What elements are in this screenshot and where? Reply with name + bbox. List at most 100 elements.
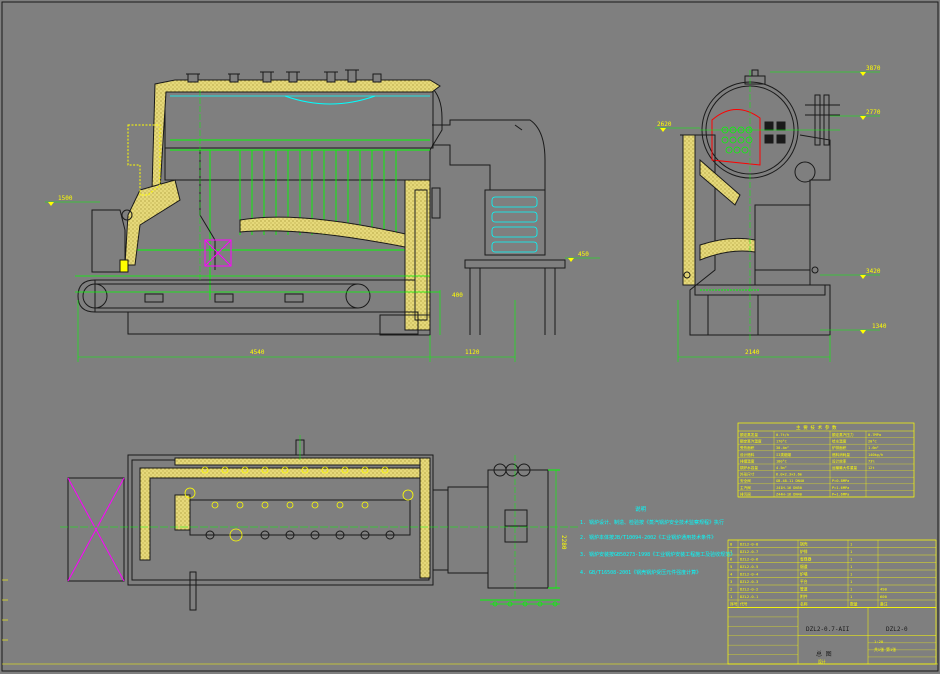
parts-cell: DZL2-0-5	[740, 564, 758, 569]
spec-cell: 12t	[868, 466, 875, 470]
parts-cell: 1	[850, 572, 853, 577]
spec-cell: 额定蒸汽压力	[832, 432, 854, 437]
dim-side-level-top: 3870	[866, 65, 881, 72]
title-scale: 1:20	[874, 639, 884, 644]
parts-cell: 锅壳	[800, 542, 808, 547]
spec-cell: 主汽阀	[740, 485, 751, 490]
parts-header-cell: 备注	[880, 602, 888, 607]
parts-header-cell: 名称	[800, 602, 808, 607]
title-model: DZL2-0.7-AII	[806, 626, 850, 633]
spec-cell: Z44H-16 DN40	[776, 492, 802, 496]
spec-cell: 73%	[868, 459, 875, 463]
parts-cell: 600	[880, 594, 888, 599]
parts-cell: 炉墙	[800, 572, 808, 577]
spec-cell: 180°C	[776, 459, 787, 463]
parts-cell: DZL2-0-4	[740, 572, 759, 577]
spec-cell: 炉排面积	[832, 445, 847, 450]
parts-cell: DZL2-0-3	[740, 579, 758, 584]
spec-cell: 0.7MPa	[868, 433, 881, 437]
parts-cell: 1	[850, 557, 853, 562]
spec-cell: 4.5m³	[776, 466, 787, 470]
dim-front-level-left: 1500	[58, 195, 73, 202]
spec-cell: P=1.6MPa	[832, 486, 849, 490]
parts-cell: 490	[880, 587, 888, 592]
dim-front-level-mid: 450	[578, 251, 589, 258]
spec-cell: 设计效率	[832, 458, 847, 463]
dim-front-height-right: 400	[452, 292, 463, 299]
title-drawing-no: DZL2-0	[886, 626, 908, 633]
parts-header-cell: 数量	[850, 602, 858, 607]
parts-cell: 1	[850, 564, 853, 569]
spec-cell: II类烟煤	[776, 452, 792, 457]
dim-side-level-left: 2620	[657, 121, 672, 128]
dim-side-level-4: 1340	[872, 323, 887, 330]
title-company: 设计	[818, 659, 826, 664]
parts-cell: 5	[730, 564, 732, 569]
parts-cell: 6	[730, 557, 733, 562]
spec-table-title: 主 要 技 术 参 数	[796, 424, 837, 431]
parts-cell: 省煤器	[800, 557, 812, 562]
plan-view	[60, 435, 580, 611]
parts-cell: 烟道	[800, 564, 808, 569]
spec-cell: 锅炉水容量	[740, 465, 758, 470]
note-line-2: 2. 锅炉本体按JB/T10094-2002《工业锅炉通用技术条件》	[580, 534, 716, 541]
spec-cell: 170°C	[776, 440, 787, 444]
spec-cell: 燃料消耗量	[832, 452, 850, 457]
spec-cell: 6.0×2.3×3.6m	[776, 473, 802, 477]
notes-title: 说明	[635, 505, 647, 513]
parts-cell: 平台	[800, 579, 808, 584]
title-drawing-name: 总 图	[816, 650, 832, 658]
parts-cell: DZL2-0-1	[740, 594, 759, 599]
spec-cell: 运输最大件重量	[832, 465, 858, 470]
notes-block: 说明 1. 锅炉设计、制造、检验按《蒸汽锅炉安全技术监察规程》执行 2. 锅炉本…	[580, 505, 735, 576]
parts-cell: 1	[850, 594, 853, 599]
spec-cell: J41H-16 DN50	[776, 486, 802, 490]
spec-cell: 设计燃料	[740, 452, 755, 457]
note-line-4: 4. GB/T16508-2001《锅壳锅炉受压元件强度计算》	[580, 569, 701, 576]
spec-cell: 额定蒸发量	[740, 432, 758, 437]
side-elevation-view	[680, 69, 840, 340]
spec-cell: 0.7t/h	[776, 433, 789, 437]
parts-cell: DZL2-0-8	[740, 542, 759, 547]
spec-cell: 140kg/h	[868, 453, 883, 457]
spec-cell: 排烟温度	[740, 458, 755, 463]
margin-ticks	[2, 579, 8, 641]
dim-front-chimney: 1120	[465, 349, 480, 356]
front-elevation-view	[75, 69, 566, 336]
parts-cell: 1	[850, 549, 853, 554]
title-sheet: 共1张 第1张	[874, 647, 896, 652]
spec-cell: P=1.6MPa	[832, 492, 849, 496]
spec-cell: GB-48-11 DN40	[776, 479, 804, 483]
spec-cell: 30.4m²	[776, 446, 789, 450]
spec-cell: 排污阀	[740, 491, 751, 496]
parts-cell: 2	[730, 587, 732, 592]
note-line-3: 3. 锅炉安装按GB50273-1998《工业锅炉安装工程施工及验收规范》	[580, 551, 735, 558]
spec-cell: 受热面积	[740, 445, 755, 450]
front-dimensions	[45, 201, 600, 362]
spec-cell: 1.6m²	[868, 446, 879, 450]
dim-front-length: 4540	[250, 349, 265, 356]
parts-cell: 1	[850, 587, 853, 592]
dim-side-width: 2140	[745, 349, 760, 356]
spec-cell: 额定蒸汽温度	[740, 439, 762, 444]
parts-cell: 附件	[800, 594, 808, 599]
spec-cell: 20°C	[868, 440, 877, 444]
spec-cell: P=0.8MPa	[832, 479, 849, 483]
spec-cell: 给水温度	[832, 439, 847, 444]
parts-cell: 1	[730, 594, 733, 599]
parts-cell: DZL2-0-7	[740, 549, 758, 554]
note-line-1: 1. 锅炉设计、制造、检验按《蒸汽锅炉安全技术监察规程》执行	[580, 519, 724, 526]
parts-header-cell: 代号	[740, 602, 748, 607]
parts-header-cell: 序号	[730, 602, 738, 607]
parts-cell: DZL2-0-2	[740, 587, 758, 592]
parts-cell: 1	[850, 542, 853, 547]
dim-side-level-2: 2770	[866, 109, 881, 116]
parts-cell: 3	[730, 579, 732, 584]
spec-cell: 外形尺寸	[740, 472, 755, 477]
spec-table-frame	[737, 422, 915, 498]
